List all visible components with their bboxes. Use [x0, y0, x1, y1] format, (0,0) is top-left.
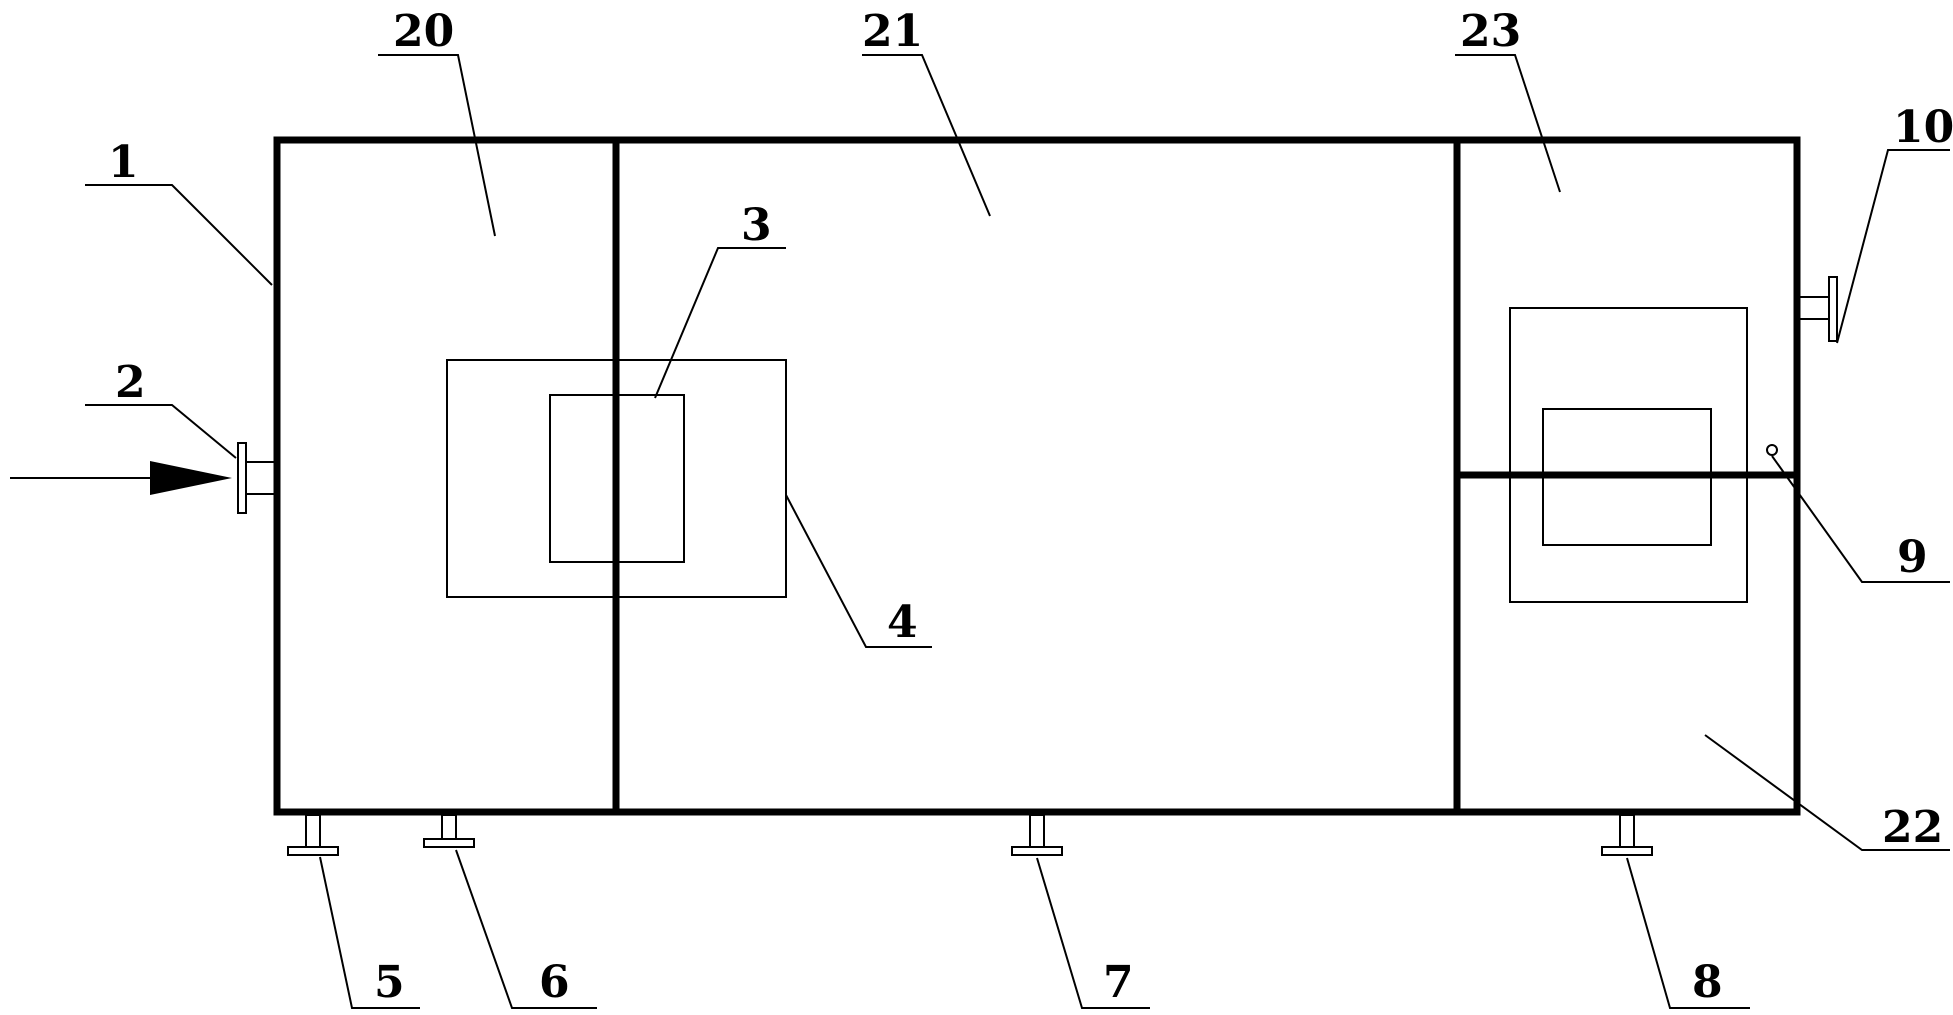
leader-1 [85, 184, 273, 286]
leader-6 [455, 849, 597, 1009]
inlet-pipe-2 [237, 442, 277, 514]
leader-4 [785, 494, 932, 648]
sensor-9 [1766, 444, 1778, 456]
leader-8 [1626, 857, 1750, 1009]
leader-3 [654, 247, 786, 399]
label-8: 8 [1692, 957, 1723, 1008]
right-unit-outer-frame [1509, 307, 1748, 603]
label-3: 3 [741, 200, 772, 251]
label-9: 9 [1897, 532, 1928, 583]
bottom-pipe-8 [1601, 814, 1653, 856]
leader-22 [1704, 734, 1950, 851]
leader-10 [1836, 149, 1950, 344]
bottom-pipe-6 [423, 814, 475, 848]
label-20: 20 [393, 6, 454, 57]
component-4-frame [446, 359, 787, 598]
label-23: 23 [1460, 6, 1521, 57]
bottom-pipe-5 [287, 814, 339, 856]
leader-5 [319, 856, 420, 1009]
leader-2 [85, 404, 237, 459]
label-4: 4 [887, 597, 918, 648]
leader-23 [1455, 54, 1561, 193]
inflow-arrow-head [150, 461, 232, 495]
leader-20 [378, 54, 496, 237]
right-unit-inner-frame [1542, 408, 1712, 546]
bottom-pipe-7 [1011, 814, 1063, 856]
label-22: 22 [1882, 802, 1943, 853]
leader-9 [1771, 455, 1950, 583]
component-3-frame [549, 394, 685, 563]
label-7: 7 [1103, 957, 1134, 1008]
label-5: 5 [374, 957, 405, 1008]
outlet-pipe-10 [1798, 276, 1838, 342]
label-10: 10 [1893, 102, 1953, 153]
label-21: 21 [862, 6, 923, 57]
label-1: 1 [108, 137, 139, 188]
leader-21 [862, 54, 991, 217]
label-2: 2 [115, 357, 146, 408]
leader-7 [1036, 857, 1150, 1009]
label-6: 6 [539, 957, 570, 1008]
